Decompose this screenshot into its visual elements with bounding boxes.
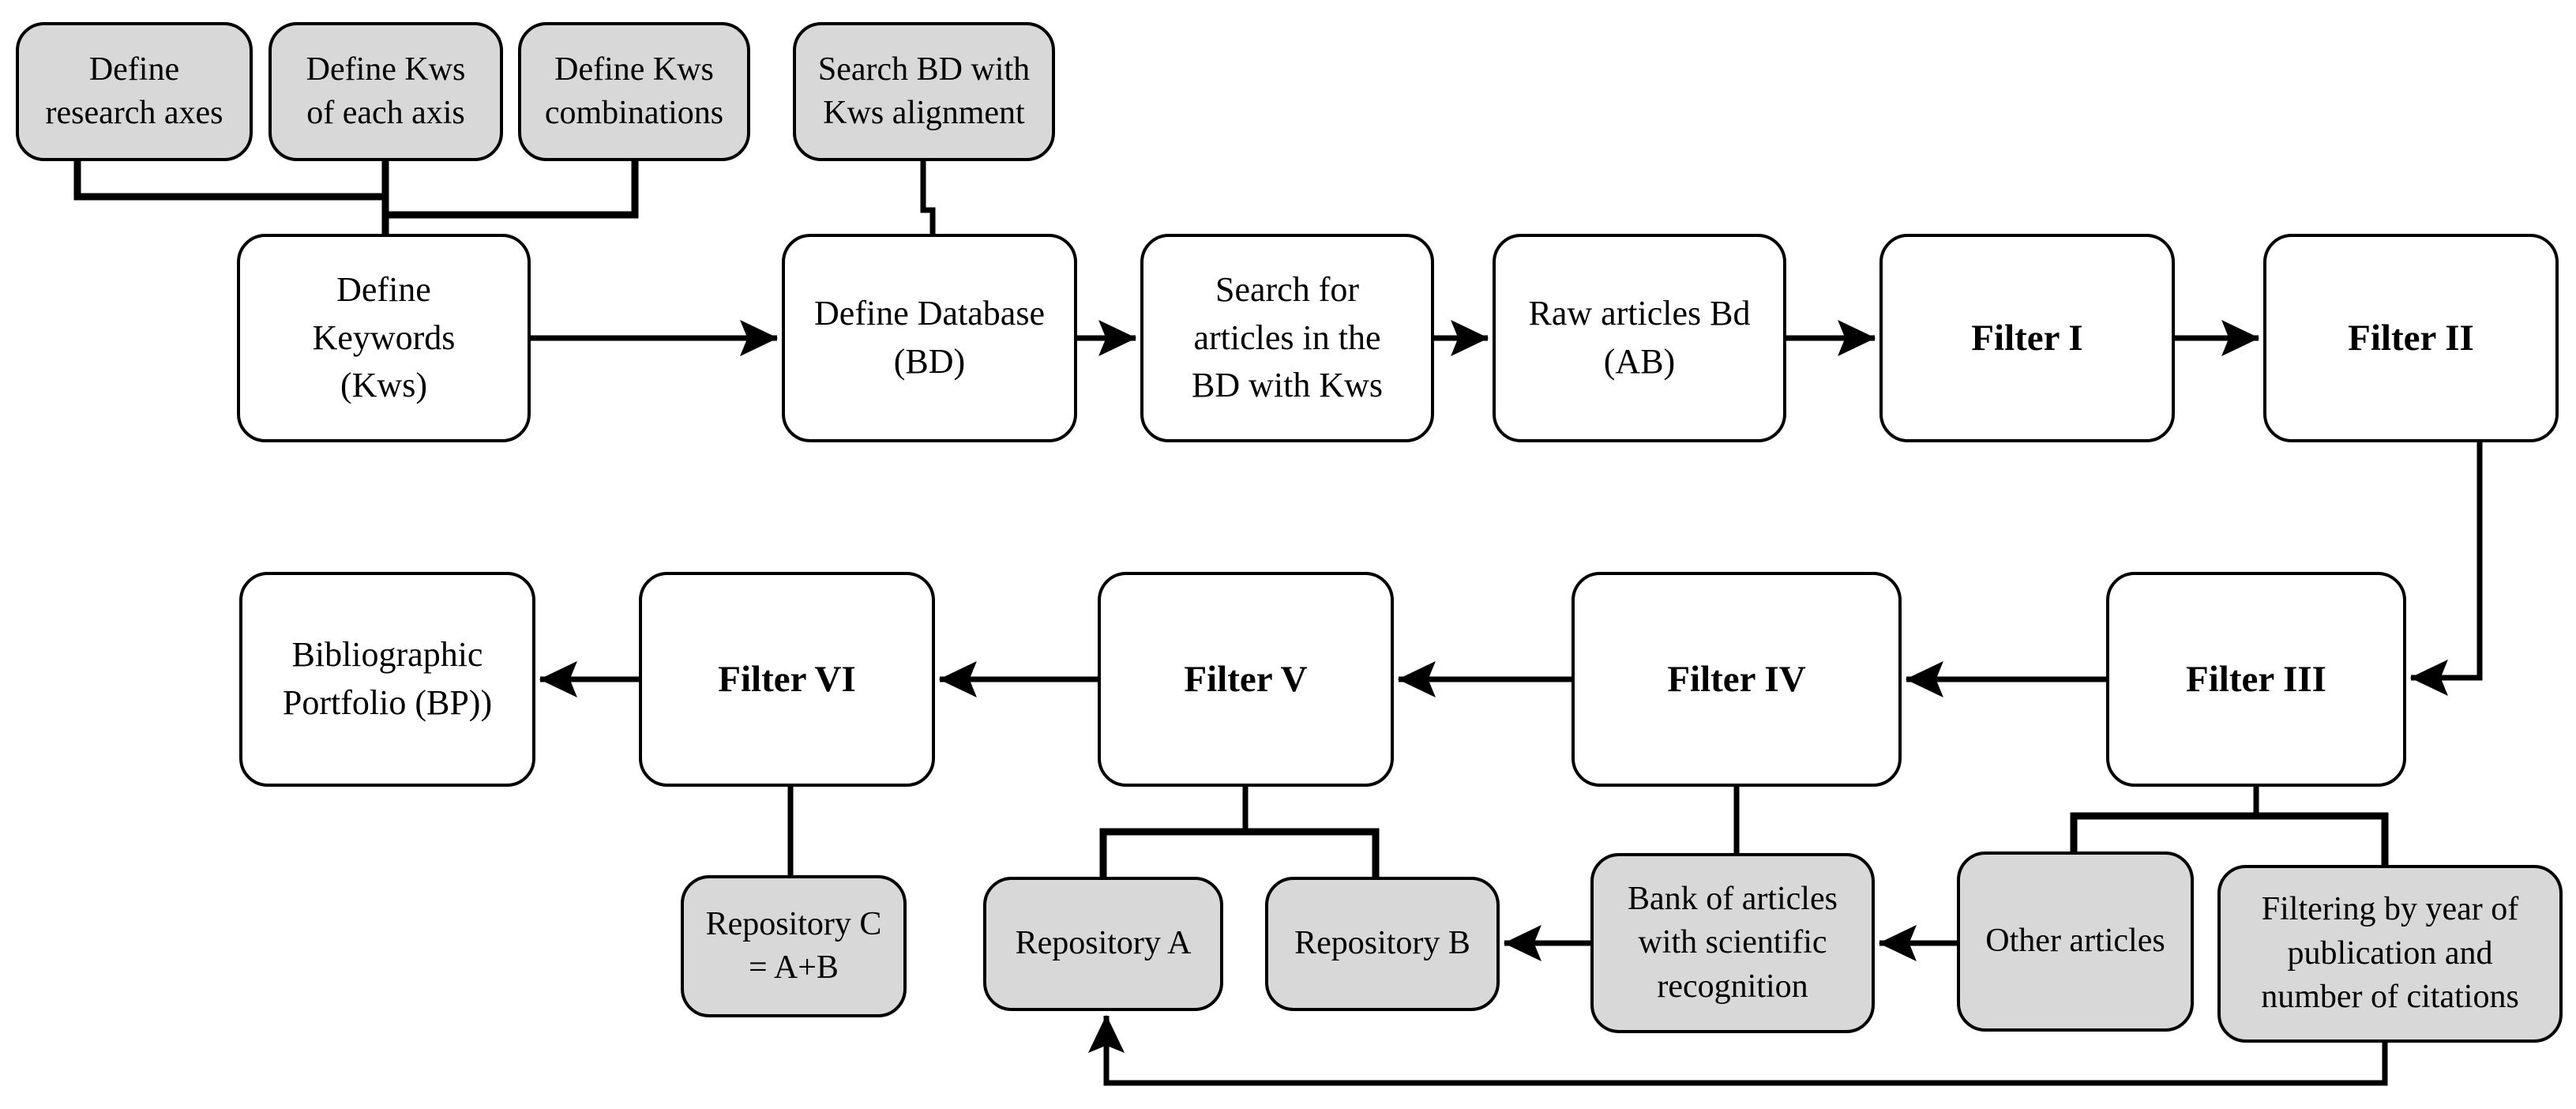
edge-kws-combinations-merge [385, 161, 639, 219]
node-label: Search for articles in the BD with Kws [1191, 269, 1384, 405]
node-label: Repository A [1015, 925, 1192, 962]
node-label: Repository B [1294, 925, 1470, 962]
node-bibliographic-portfolio: Bibliographic Portfolio (BP)) [239, 572, 535, 787]
node-repository-a: Repository A [983, 877, 1223, 1011]
node-label: Filter V [1184, 658, 1308, 700]
node-repository-c: Repository C = A+B [681, 875, 907, 1017]
node-label: Filter IV [1667, 658, 1806, 700]
node-label: Define research axes [45, 51, 223, 131]
node-filter-vi: Filter VI [639, 572, 935, 787]
node-label: Bank of articles with scientific recogni… [1628, 880, 1838, 1005]
node-other-articles: Other articles [1957, 851, 2194, 1032]
node-search-bd-with-kws-alignment: Search BD with Kws alignment [793, 22, 1055, 161]
node-label: Define Kws of each axis [306, 51, 466, 131]
node-define-kws-of-each-axis: Define Kws of each axis [268, 22, 503, 161]
node-raw-articles-bd: Raw articles Bd (AB) [1493, 234, 1786, 442]
node-filter-iii: Filter III [2106, 572, 2406, 787]
edge-research-axes-merge [73, 161, 385, 201]
edge-filter-iii-branch-to-articles [2070, 812, 2389, 865]
node-search-for-articles: Search for articles in the BD with Kws [1140, 234, 1434, 442]
arrow-filtering-year-to-repository-a [1106, 1016, 2388, 1086]
node-label: Other articles [1985, 923, 2165, 960]
node-label: Define Kws combinations [544, 51, 724, 131]
node-filter-ii: Filter II [2263, 234, 2559, 442]
edge-filter-v-branch-to-repositories [1099, 828, 1380, 877]
node-label: Filter II [2348, 317, 2474, 359]
node-filtering-by-year: Filtering by year of publication and num… [2217, 865, 2563, 1043]
node-label: Define Database (BD) [814, 294, 1045, 381]
node-define-kws-combinations: Define Kws combinations [518, 22, 750, 161]
node-repository-b: Repository B [1265, 877, 1500, 1011]
node-label: Filtering by year of publication and num… [2261, 891, 2519, 1016]
node-label: Filter III [2186, 658, 2326, 700]
node-label: Bibliographic Portfolio (BP)) [282, 635, 493, 722]
node-filter-v: Filter V [1098, 572, 1394, 787]
node-label: Define Keywords (Kws) [312, 269, 456, 405]
node-label: Raw articles Bd (AB) [1528, 294, 1751, 381]
node-define-research-axes: Define research axes [16, 22, 253, 161]
node-label: Filter VI [718, 658, 856, 700]
arrow-filter-ii-to-filter-iii [2411, 442, 2483, 678]
node-filter-iv: Filter IV [1572, 572, 1902, 787]
node-filter-i: Filter I [1879, 234, 2175, 442]
node-label: Filter I [1971, 317, 2083, 359]
node-define-keywords: Define Keywords (Kws) [237, 234, 531, 442]
node-bank-of-articles: Bank of articles with scientific recogni… [1590, 853, 1875, 1033]
edge-alignment-to-database [920, 161, 936, 234]
node-define-database: Define Database (BD) [782, 234, 1077, 442]
node-label: Search BD with Kws alignment [817, 51, 1031, 131]
node-label: Repository C = A+B [705, 905, 882, 986]
